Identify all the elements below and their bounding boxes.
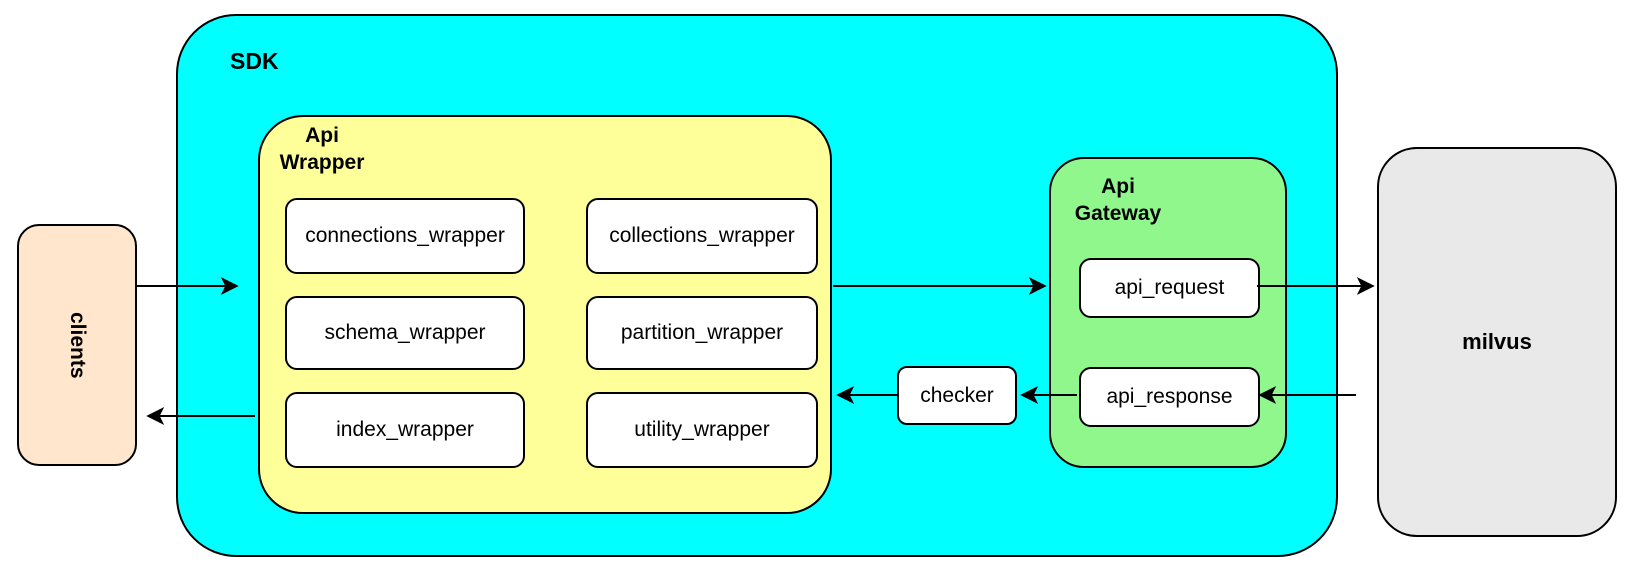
api-gateway-label-line2: Gateway: [1074, 202, 1162, 225]
api-request-box: api_request: [1079, 258, 1260, 318]
schema-wrapper-label: schema_wrapper: [324, 321, 486, 344]
collections-wrapper-box: collections_wrapper: [586, 198, 818, 274]
schema-wrapper-box: schema_wrapper: [285, 296, 525, 370]
api-request-label: api_request: [1114, 276, 1225, 299]
partition-wrapper-label: partition_wrapper: [620, 321, 784, 344]
clients-box: clients: [17, 224, 137, 466]
checker-box: checker: [897, 366, 1017, 425]
api-wrapper-label-line2: Wrapper: [279, 151, 365, 174]
api-wrapper-label: Api Wrapper: [260, 122, 384, 176]
api-response-label: api_response: [1106, 385, 1233, 408]
api-response-box: api_response: [1079, 367, 1260, 427]
index-wrapper-label: index_wrapper: [336, 418, 474, 441]
api-gateway-label: Api Gateway: [1058, 173, 1178, 227]
utility-wrapper-box: utility_wrapper: [586, 392, 818, 468]
sdk-label: SDK: [230, 48, 279, 74]
connections-wrapper-box: connections_wrapper: [285, 198, 525, 274]
milvus-label: milvus: [1462, 329, 1532, 354]
api-gateway-label-line1: Api: [1101, 175, 1135, 198]
api-wrapper-container: Api Wrapper connections_wrapper collecti…: [258, 115, 832, 514]
checker-label: checker: [920, 383, 994, 407]
milvus-box: milvus: [1377, 147, 1617, 537]
index-wrapper-box: index_wrapper: [285, 392, 525, 468]
collections-wrapper-label: collections_wrapper: [609, 224, 795, 247]
clients-label: clients: [66, 311, 89, 379]
api-gateway-container: Api Gateway api_request api_response: [1049, 157, 1287, 468]
partition-wrapper-box: partition_wrapper: [586, 296, 818, 370]
connections-wrapper-label: connections_wrapper: [305, 224, 505, 247]
utility-wrapper-label: utility_wrapper: [634, 418, 770, 441]
api-wrapper-label-line1: Api: [305, 124, 339, 147]
